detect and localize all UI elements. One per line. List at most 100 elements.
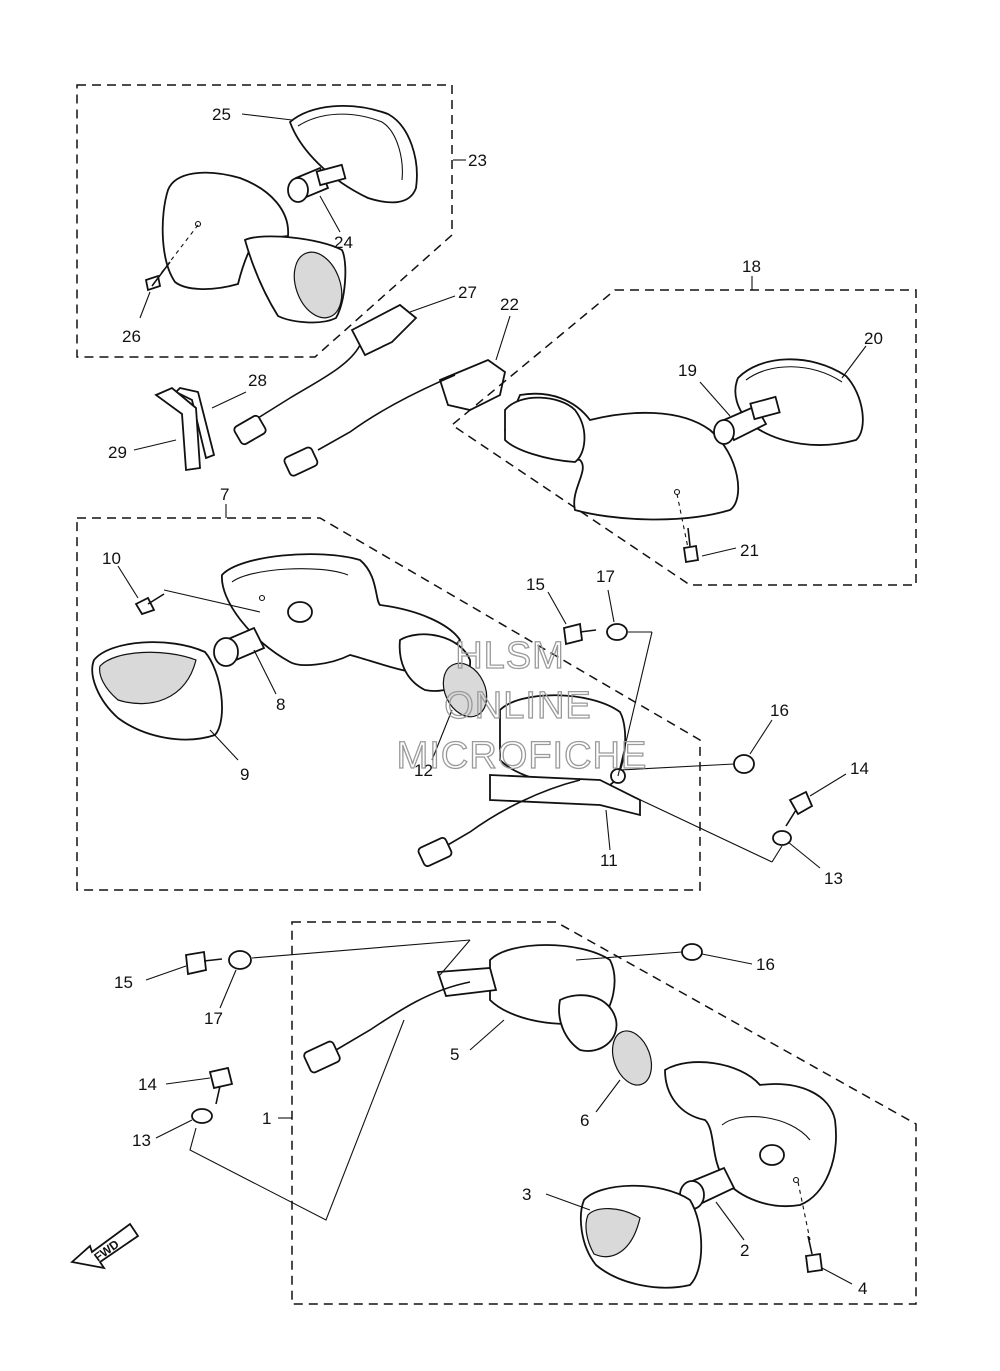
collar-17-top: [606, 623, 628, 641]
wire-23: [257, 344, 361, 419]
leader-27: [409, 295, 456, 313]
bolt-14-mid-shank: [785, 809, 797, 827]
leader-21: [701, 547, 737, 557]
leader-24: [319, 195, 341, 233]
leader-14-bottom: [165, 1077, 211, 1085]
leader-17-bottom: [219, 969, 237, 1009]
leader-20: [841, 345, 867, 379]
label-21: 21: [740, 541, 759, 560]
assembly-23-group: [76, 84, 466, 358]
stay-5-collar: [558, 994, 618, 1052]
bolt-14-bottom-shank: [215, 1085, 221, 1105]
leader-3: [545, 1193, 591, 1211]
leader-8: [253, 649, 277, 695]
assembly-7-boundary: [76, 517, 701, 891]
collar-17-guide: [617, 631, 653, 777]
bulb-19-tip: [713, 419, 735, 445]
label-11: 11: [600, 851, 618, 870]
label-3: 3: [522, 1185, 531, 1204]
screw-4-shank: [807, 1235, 813, 1255]
label-27: 27: [458, 283, 477, 302]
screw-axis-10: [163, 589, 261, 613]
label-13-bottom: 13: [132, 1131, 151, 1150]
collar-16-axis: [619, 763, 735, 771]
bracket-22: [438, 358, 507, 411]
grommet-6: [611, 1030, 653, 1086]
tie-29: [154, 386, 201, 472]
leader-12: [431, 709, 453, 761]
housing-1-rim: [721, 1116, 811, 1141]
label-19: 19: [678, 361, 697, 380]
leader-2: [715, 1201, 745, 1241]
screw-hole-23: [194, 220, 202, 228]
leader-17-top: [607, 589, 615, 623]
socket-grommet-23: [293, 251, 343, 319]
housing-7-rim: [231, 568, 349, 583]
screw-21: [682, 544, 700, 564]
label-14-mid: 14: [850, 759, 869, 778]
label-20: 20: [864, 329, 883, 348]
watermark-line-2: ONLINE: [444, 685, 591, 727]
bracket-27: [350, 303, 418, 357]
assembly-23-boundary: [76, 84, 453, 358]
label-8: 8: [276, 695, 285, 714]
lens-25-rim: [297, 113, 403, 181]
housing-7-opening: [287, 601, 313, 623]
bolt-14-mid: [788, 790, 814, 816]
leader-6: [595, 1079, 621, 1113]
leader-13-bottom: [155, 1119, 193, 1139]
leader-25: [241, 113, 293, 121]
screw-axis-21: [676, 493, 689, 549]
label-16-mid: 16: [770, 701, 789, 720]
wire-7: [445, 779, 581, 847]
label-7: 7: [220, 485, 229, 504]
screw-21-shank: [687, 527, 691, 547]
label-1: 1: [262, 1109, 271, 1128]
screw-10-shank: [147, 593, 165, 605]
washer-13-mid: [772, 830, 792, 846]
wire-1: [335, 981, 471, 1051]
label-15-bottom: 15: [114, 973, 133, 992]
fwd-arrow-shape: [70, 1222, 140, 1270]
collar-17-bottom-axis: [251, 939, 471, 959]
watermark: HLSM ONLINE MICROFICHE: [396, 634, 648, 777]
collar-17-bottom-guide: [439, 939, 471, 976]
housing-23: [161, 171, 289, 290]
leader-16-bottom: [701, 953, 753, 965]
label-17-top: 17: [596, 567, 615, 586]
grommet-12: [442, 662, 488, 718]
screw-hole-1: [792, 1176, 800, 1184]
leader-13-mid: [787, 841, 821, 869]
leader-22: [495, 315, 511, 361]
watermark-line-3: MICROFICHE: [397, 735, 648, 777]
wiring-group-top: [133, 295, 511, 477]
bulb-19-base: [749, 395, 781, 421]
label-9: 9: [240, 765, 249, 784]
connector-18: [283, 446, 319, 477]
collar-17-bottom: [228, 950, 252, 970]
leader-16-mid: [749, 719, 773, 755]
leader-4: [821, 1267, 853, 1285]
label-4: 4: [858, 1279, 867, 1298]
washer-13-guide-b: [771, 845, 783, 863]
label-23: 23: [468, 151, 487, 170]
part-number-labels: 25 23 24 26 27 28 29 22 18 20 19 21 7 10…: [102, 105, 883, 1298]
housing-1: [664, 1061, 837, 1207]
leader-15-top: [547, 591, 567, 625]
bolt-15-top-shank: [579, 629, 597, 633]
leader-26: [139, 291, 151, 319]
label-16-bottom: 16: [756, 955, 775, 974]
leader-28: [211, 391, 247, 409]
label-15-top: 15: [526, 575, 545, 594]
bolt-14-bottom: [208, 1066, 234, 1090]
fwd-arrow-icon: FWD: [70, 1222, 140, 1270]
label-2: 2: [740, 1241, 749, 1260]
screw-26-shank: [151, 261, 171, 287]
label-5: 5: [450, 1045, 459, 1064]
label-26: 26: [122, 327, 141, 346]
connector-23: [233, 414, 267, 446]
bulb-24-tip: [287, 177, 309, 203]
collar-16-bottom: [681, 943, 703, 961]
watermark-line-1: HLSM: [455, 635, 565, 677]
bulb-8-tip: [213, 637, 239, 667]
